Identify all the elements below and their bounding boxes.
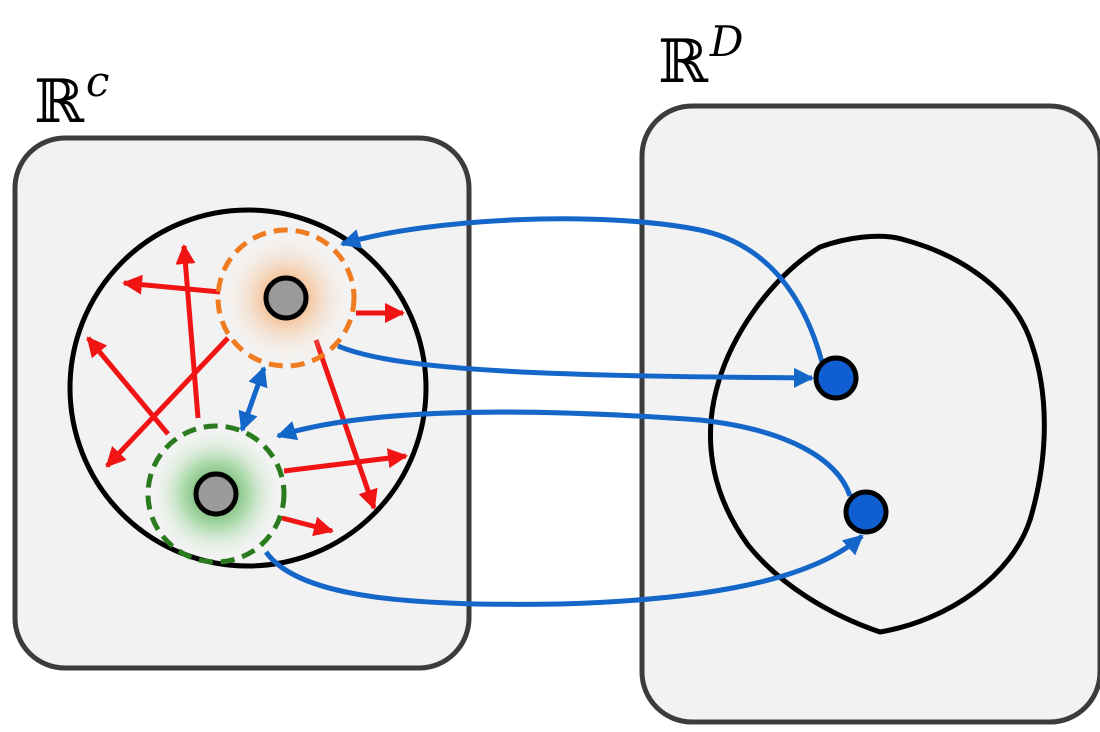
repulsion-arrow — [175, 244, 201, 419]
decode-arrow-top — [340, 216, 825, 363]
orange-embedding-point — [263, 275, 309, 321]
data-manifold-outline — [707, 233, 1047, 635]
data-point-top — [813, 355, 859, 401]
high-dim-space-label: ℝD — [658, 21, 744, 93]
high-dim-space-symbol: ℝ — [658, 27, 708, 97]
low-dim-space-label: ℝc — [34, 61, 109, 133]
encode-arrow-top — [337, 343, 814, 388]
encode-arrow-bottom — [263, 534, 864, 607]
mapping-arrows — [263, 216, 864, 607]
repulsion-arrow — [281, 515, 334, 537]
low-dim-space-exponent: c — [85, 57, 110, 106]
green-embedding-point — [193, 471, 239, 517]
orange-neighborhood — [215, 227, 357, 369]
low-dim-space-box — [12, 135, 472, 671]
embedding-region-circle — [67, 207, 429, 569]
repulsion-arrow — [283, 448, 408, 474]
orange-dashed-boundary — [215, 227, 357, 369]
repulsion-arrow — [122, 274, 221, 295]
repulsion-arrows — [86, 244, 408, 537]
green-dashed-boundary — [145, 423, 287, 565]
low-dim-space-symbol: ℝ — [34, 67, 84, 137]
attraction-double-arrow — [238, 366, 268, 432]
decode-arrow-bottom — [276, 409, 853, 497]
green-neighborhood — [145, 423, 287, 565]
repulsion-arrow — [105, 336, 230, 468]
high-dim-space-exponent: D — [709, 17, 744, 66]
data-point-bottom — [843, 489, 889, 535]
